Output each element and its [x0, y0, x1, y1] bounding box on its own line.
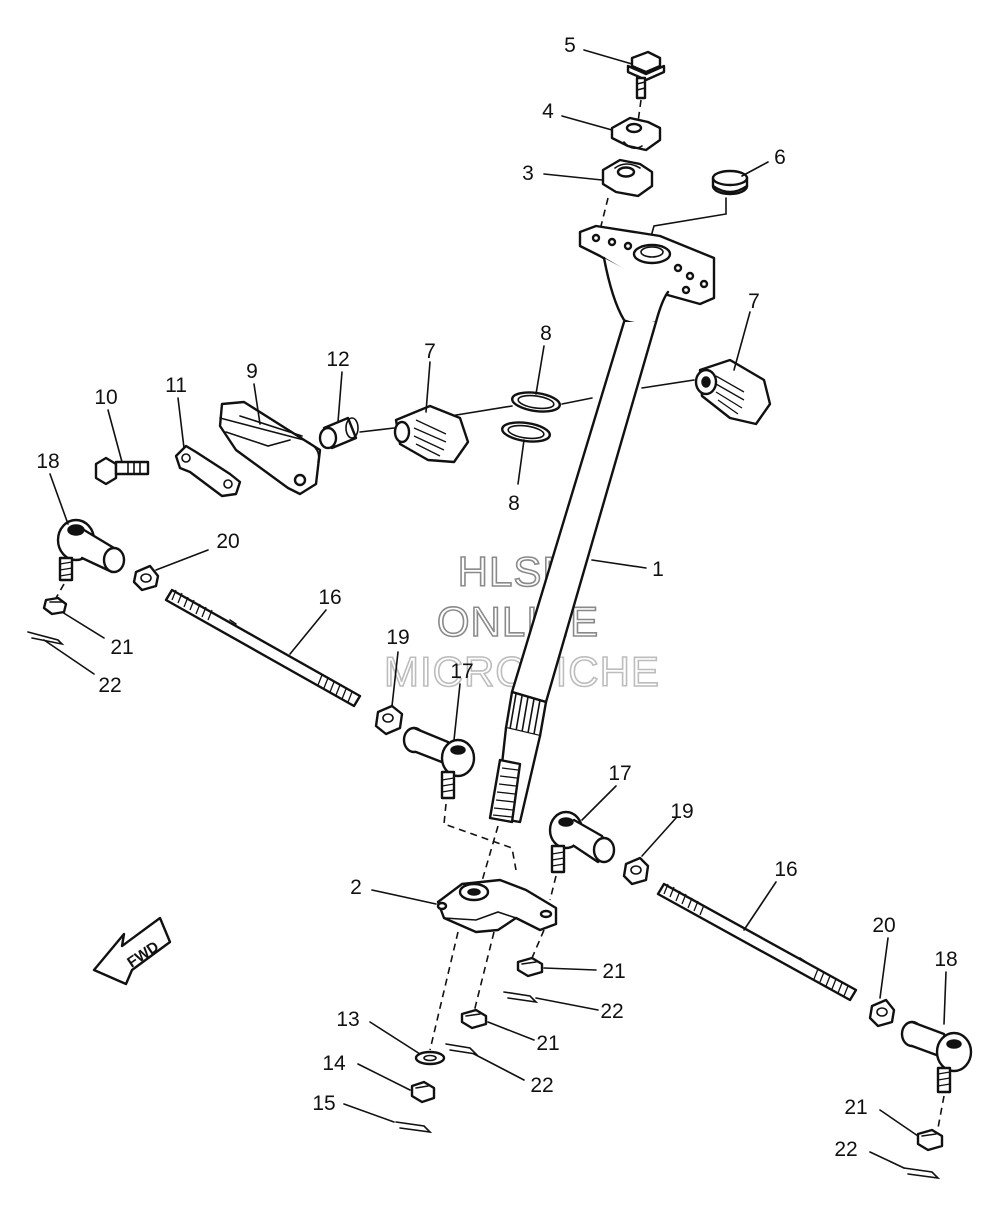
callout-12: 12	[326, 348, 349, 371]
part-1-steering-column	[479, 224, 716, 889]
callout-20-right: 20	[872, 914, 895, 937]
part-4-upper-holder	[610, 116, 662, 152]
part-17-tie-rod-end-center	[402, 726, 517, 871]
part-20-nut-right	[868, 998, 896, 1028]
part-8-o-ring-upper	[511, 391, 561, 413]
callout-1: 1	[652, 558, 664, 581]
part-16-tie-rod-left	[164, 588, 362, 708]
callout-7-left: 7	[424, 340, 436, 363]
callout-21-left-top: 21	[110, 636, 133, 659]
part-21-nut-center-upper	[516, 956, 544, 978]
callout-2: 2	[350, 876, 362, 899]
part-15-cotter-pin	[395, 1121, 433, 1134]
part-16-tie-rod-right	[656, 882, 858, 1002]
callout-17-right: 17	[608, 762, 631, 785]
part-18-tie-rod-end-right	[900, 1020, 973, 1129]
part-6-cap	[649, 169, 749, 241]
callout-8-upper: 8	[540, 322, 552, 345]
part-9-plate	[218, 400, 322, 496]
part-11-lock-washer	[174, 444, 242, 498]
part-12-collar	[318, 416, 359, 450]
fwd-arrow-icon: FWD	[92, 916, 172, 986]
callout-19-center: 19	[386, 626, 409, 649]
part-19-nut-right	[622, 856, 650, 886]
callout-9: 9	[246, 360, 258, 383]
part-22-cotter-pin-left-top	[27, 631, 65, 646]
callout-22-center-lower: 22	[530, 1074, 553, 1097]
part-17-tie-rod-end-right	[548, 810, 616, 901]
callout-16-left: 16	[318, 586, 341, 609]
part-8-o-ring-lower	[501, 421, 551, 443]
part-7-bushing-left	[359, 404, 470, 464]
callout-21-right-bottom: 21	[844, 1096, 867, 1119]
callout-11: 11	[165, 374, 187, 397]
callout-17-center: 17	[450, 660, 473, 683]
callout-7-right: 7	[748, 290, 760, 313]
part-5-bolt	[626, 50, 666, 123]
callout-21-center-lower: 21	[536, 1032, 559, 1055]
callout-19-right: 19	[670, 800, 693, 823]
callout-numbers: 5 4 3 6 7 7 8 8 12 9 11 10 18 20 16 1 21…	[36, 34, 957, 1161]
callout-21-center-upper: 21	[602, 960, 625, 983]
callout-20-left: 20	[216, 530, 239, 553]
callout-22-right-bottom: 22	[834, 1138, 857, 1161]
part-22-cotter-pin-center-upper	[503, 991, 539, 1004]
callout-18-left: 18	[36, 450, 59, 473]
callout-22-left-top: 22	[98, 674, 121, 697]
callout-16-right: 16	[774, 858, 797, 881]
callout-22-center-upper: 22	[600, 1000, 623, 1023]
part-13-washer	[414, 1050, 446, 1066]
callout-3: 3	[522, 162, 534, 185]
part-22-cotter-pin-right-bottom	[903, 1167, 941, 1180]
part-20-nut-left	[132, 564, 160, 592]
callout-10: 10	[94, 386, 117, 409]
part-21-nut-left-top	[42, 596, 68, 616]
callout-6: 6	[774, 146, 786, 169]
callout-5: 5	[564, 34, 576, 57]
callout-8-lower: 8	[508, 492, 520, 515]
part-21-nut-right-bottom	[916, 1128, 944, 1152]
part-7-bushing-right	[641, 358, 772, 426]
callout-18-right: 18	[934, 948, 957, 971]
part-22-cotter-pin-center-lower	[445, 1043, 479, 1056]
part-14-nut	[410, 1080, 436, 1104]
callout-4: 4	[542, 100, 554, 123]
part-3-lower-holder	[597, 158, 654, 239]
part-21-nut-center-lower	[460, 1008, 488, 1030]
part-2-pitman-arm	[429, 878, 558, 1051]
leader-lines	[43, 49, 947, 1169]
callout-15: 15	[312, 1092, 335, 1115]
part-18-tie-rod-end-left	[55, 518, 126, 599]
part-19-nut-center	[374, 704, 404, 736]
callout-13: 13	[336, 1008, 359, 1031]
part-10-bolt	[94, 456, 150, 486]
callout-14: 14	[322, 1052, 346, 1075]
